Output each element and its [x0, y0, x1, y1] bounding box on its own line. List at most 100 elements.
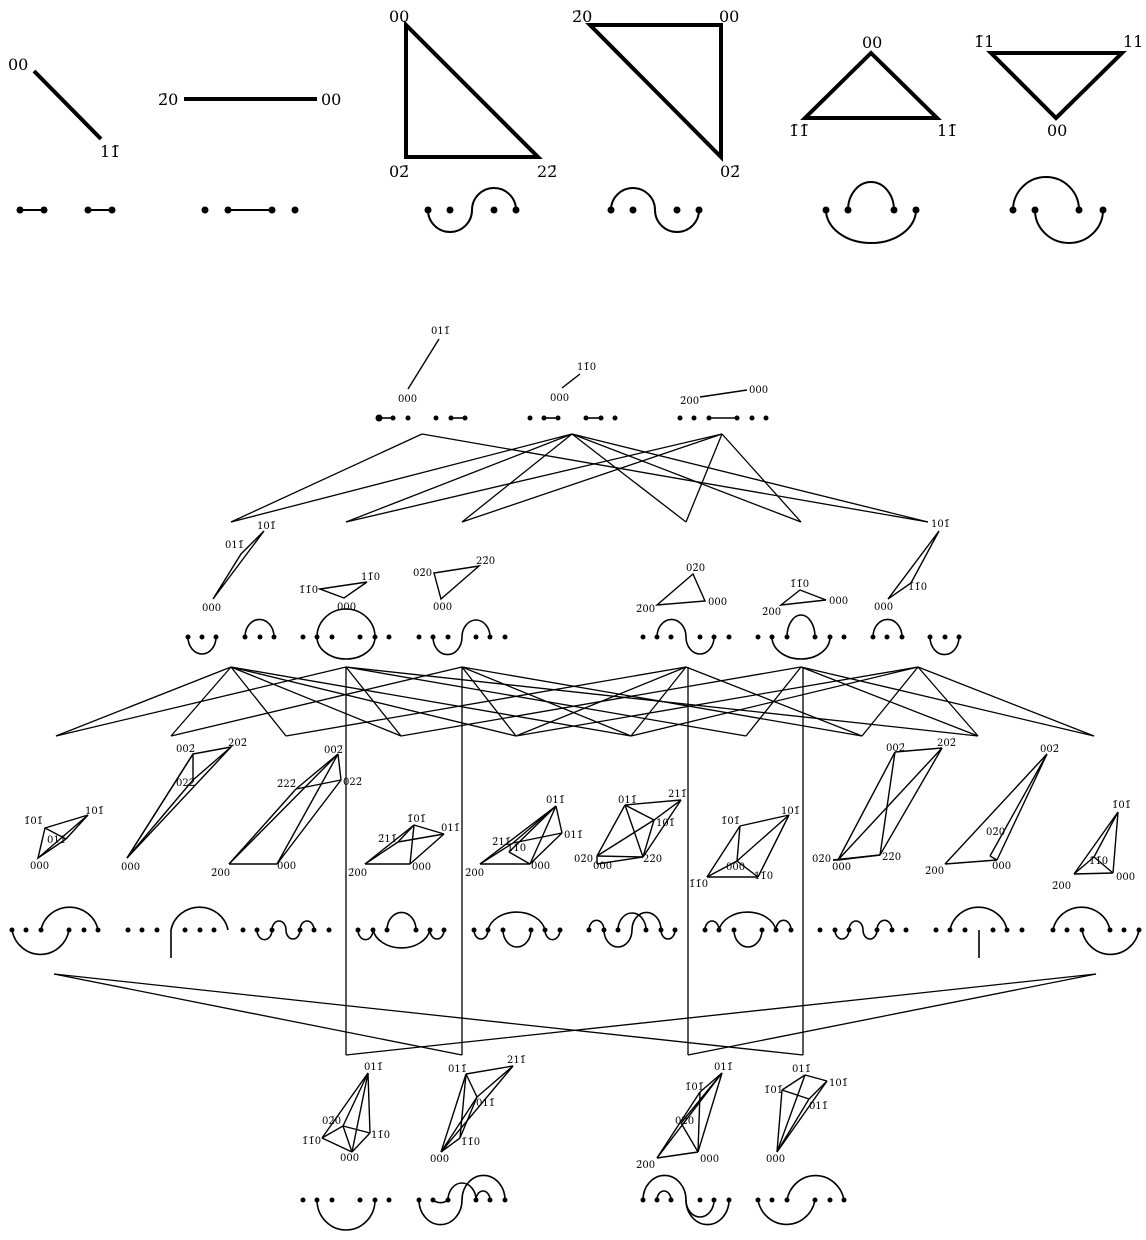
vertex-label: 011̄	[47, 835, 66, 846]
vertex-label: 1̄1̄0	[790, 579, 809, 590]
vertex-label: 2̄0	[572, 7, 592, 26]
vertex-label: 2̄00	[1052, 881, 1071, 892]
edges-l3-l4	[53, 973, 1097, 1056]
top-shape-6: 1̄1 11 00	[974, 32, 1143, 140]
vertex-label: 1̄1̄0	[507, 843, 526, 854]
vertex-label: 011̄	[714, 1062, 733, 1073]
vertex-label: 11̄	[937, 121, 957, 140]
level3-shape-2: 002̄ 202̄ 022̄ 000	[121, 738, 247, 873]
vertex-label: 22̄	[537, 162, 557, 181]
level4-shape-2: 011̄ 211̄ 011̄ 1̄1̄0 000	[430, 1055, 526, 1165]
level4-shape-1: 011̄ 02̄0 1̄1̄0 11̄0 000	[302, 1062, 390, 1164]
vertex-label: 00	[389, 7, 409, 26]
top-shape-4: 2̄0 00 02̄	[572, 7, 740, 181]
vertex-label: 11̄0	[754, 871, 773, 882]
vertex-label: 011̄	[431, 326, 450, 337]
vertex-label: 000	[531, 861, 550, 872]
vertex-label: 1̄01̄	[24, 816, 43, 827]
level3-shape-5: 011̄ 2̄11̄ 011̄ 1̄1̄0 2̄00 000	[465, 795, 583, 879]
vertex-label: 002̄	[324, 745, 343, 756]
level1-shape-3: 2̄00 000	[680, 385, 768, 407]
vertex-label: 011̄	[618, 795, 637, 806]
vertex-label: 11̄0	[577, 362, 596, 373]
level-1: 011̄ 000 11̄0 000 2̄00 000	[375, 326, 769, 422]
vertex-label: 1̄1̄0	[1089, 856, 1108, 867]
edges-l1-l2	[230, 433, 929, 523]
vertex-label: 101̄	[85, 806, 104, 817]
vertex-label: 011̄	[546, 795, 565, 806]
vertex-label: 02̄0	[686, 563, 705, 574]
level1-shape-1: 011̄ 000	[398, 326, 450, 405]
level3-shape-8: 002̄ 202̄ 02̄0 22̄0 000	[812, 738, 956, 873]
vertex-label: 1̄01̄	[685, 1082, 704, 1093]
vertex-label: 000	[121, 862, 140, 873]
vertex-label: 011̄	[225, 540, 244, 551]
vertex-label: 000	[412, 862, 431, 873]
vertex-label: 22̄0	[643, 854, 662, 865]
vertex-label: 101̄	[656, 818, 675, 829]
vertex-label: 002̄	[886, 743, 905, 754]
level4-arcs	[300, 1174, 847, 1231]
level-4: 011̄ 02̄0 1̄1̄0 11̄0 000 011̄ 211̄ 011̄ …	[300, 1055, 848, 1231]
vertex-label: 202̄	[228, 738, 247, 749]
level1-shape-2: 11̄0 000	[550, 362, 596, 404]
vertex-label: 2̄00	[636, 604, 655, 615]
vertex-label: 000	[277, 861, 296, 872]
level4-shape-3: 011̄ 1̄01̄ 02̄0 2̄00 000	[636, 1062, 733, 1171]
vertex-label: 000	[433, 602, 452, 613]
vertex-label: 002̄	[176, 744, 195, 755]
vertex-label: 000	[430, 1154, 449, 1165]
level-2: 101̄ 011̄ 000 1̄1̄0 11̄0 000 02̄0 22̄0 0…	[185, 519, 962, 660]
vertex-label: 011̄	[448, 1064, 467, 1075]
vertex-label: 000	[766, 1154, 785, 1165]
vertex-label: 1̄1̄0	[908, 582, 927, 593]
level-3: 1̄01̄ 101̄ 011̄ 000 002̄ 202̄ 022̄ 000	[9, 738, 1142, 958]
level2-arcs	[185, 608, 962, 660]
vertex-label: 000	[874, 602, 893, 613]
vertex-label: 1̄01̄	[1112, 800, 1131, 811]
top-row: 00 11̄ 2̄0 00 00 02̄ 22̄ 2̄0 00 02̄ 00 1…	[8, 7, 1143, 244]
top-shape-3: 00 02̄ 22̄	[389, 7, 557, 181]
vertex-label: 000	[593, 861, 612, 872]
level4-shape-4: 011̄ 1̄01̄ 101̄ 011̄ 000	[764, 1064, 848, 1165]
vertex-label: 1̄1̄0	[299, 585, 318, 596]
vertex-label: 00	[862, 33, 882, 52]
vertex-label: 1̄1̄0	[302, 1136, 321, 1147]
vertex-label: 000	[749, 385, 768, 396]
level2-shape-1: 101̄ 011̄ 000	[202, 521, 276, 614]
vertex-label: 002̄	[1040, 744, 1059, 755]
vertex-label: 2̄11̄	[378, 834, 397, 845]
vertex-label: 000	[398, 394, 417, 405]
vertex-label: 2̄00	[348, 868, 367, 879]
vertex-label: 2̄00	[762, 607, 781, 618]
vertex-label: 2̄22̄	[277, 779, 296, 790]
level3-shape-1: 1̄01̄ 101̄ 011̄ 000	[24, 806, 104, 872]
level3-shape-3: 002̄ 2̄22̄ 022̄ 2̄00 000	[211, 745, 362, 879]
vertex-label: 000	[340, 1153, 359, 1164]
vertex-label: 1̄1̄0	[689, 879, 708, 890]
vertex-label: 000	[30, 861, 49, 872]
vertex-label: 11	[1123, 32, 1143, 51]
level2-shape-4: 02̄0 2̄00 000	[636, 563, 727, 615]
vertex-label: 022̄	[176, 778, 195, 789]
top-arc-diagrams	[16, 176, 1107, 244]
vertex-label: 011̄	[476, 1098, 495, 1109]
vertex-label: 000	[829, 596, 848, 607]
vertex-label: 2̄0	[158, 90, 178, 109]
level2-shape-2: 1̄1̄0 11̄0 000	[299, 572, 380, 613]
vertex-label: 1̄01̄	[407, 814, 426, 825]
vertex-label: 1̄01̄	[764, 1085, 783, 1096]
top-shape-2: 2̄0 00	[158, 90, 341, 109]
vertex-label: 00	[8, 55, 28, 74]
vertex-label: 011̄	[441, 823, 460, 834]
vertex-label: 22̄0	[476, 556, 495, 567]
vertex-label: 101̄	[257, 521, 276, 532]
level1-arcs	[375, 414, 769, 422]
vertex-label: 1̄1̄0	[461, 1137, 480, 1148]
vertex-label: 000	[992, 861, 1011, 872]
vertex-label: 101̄	[931, 519, 950, 530]
vertex-label: 211̄	[668, 789, 687, 800]
level3-arcs	[9, 906, 1142, 958]
vertex-label: 101̄	[781, 806, 800, 817]
vertex-label: 022̄	[343, 777, 362, 788]
